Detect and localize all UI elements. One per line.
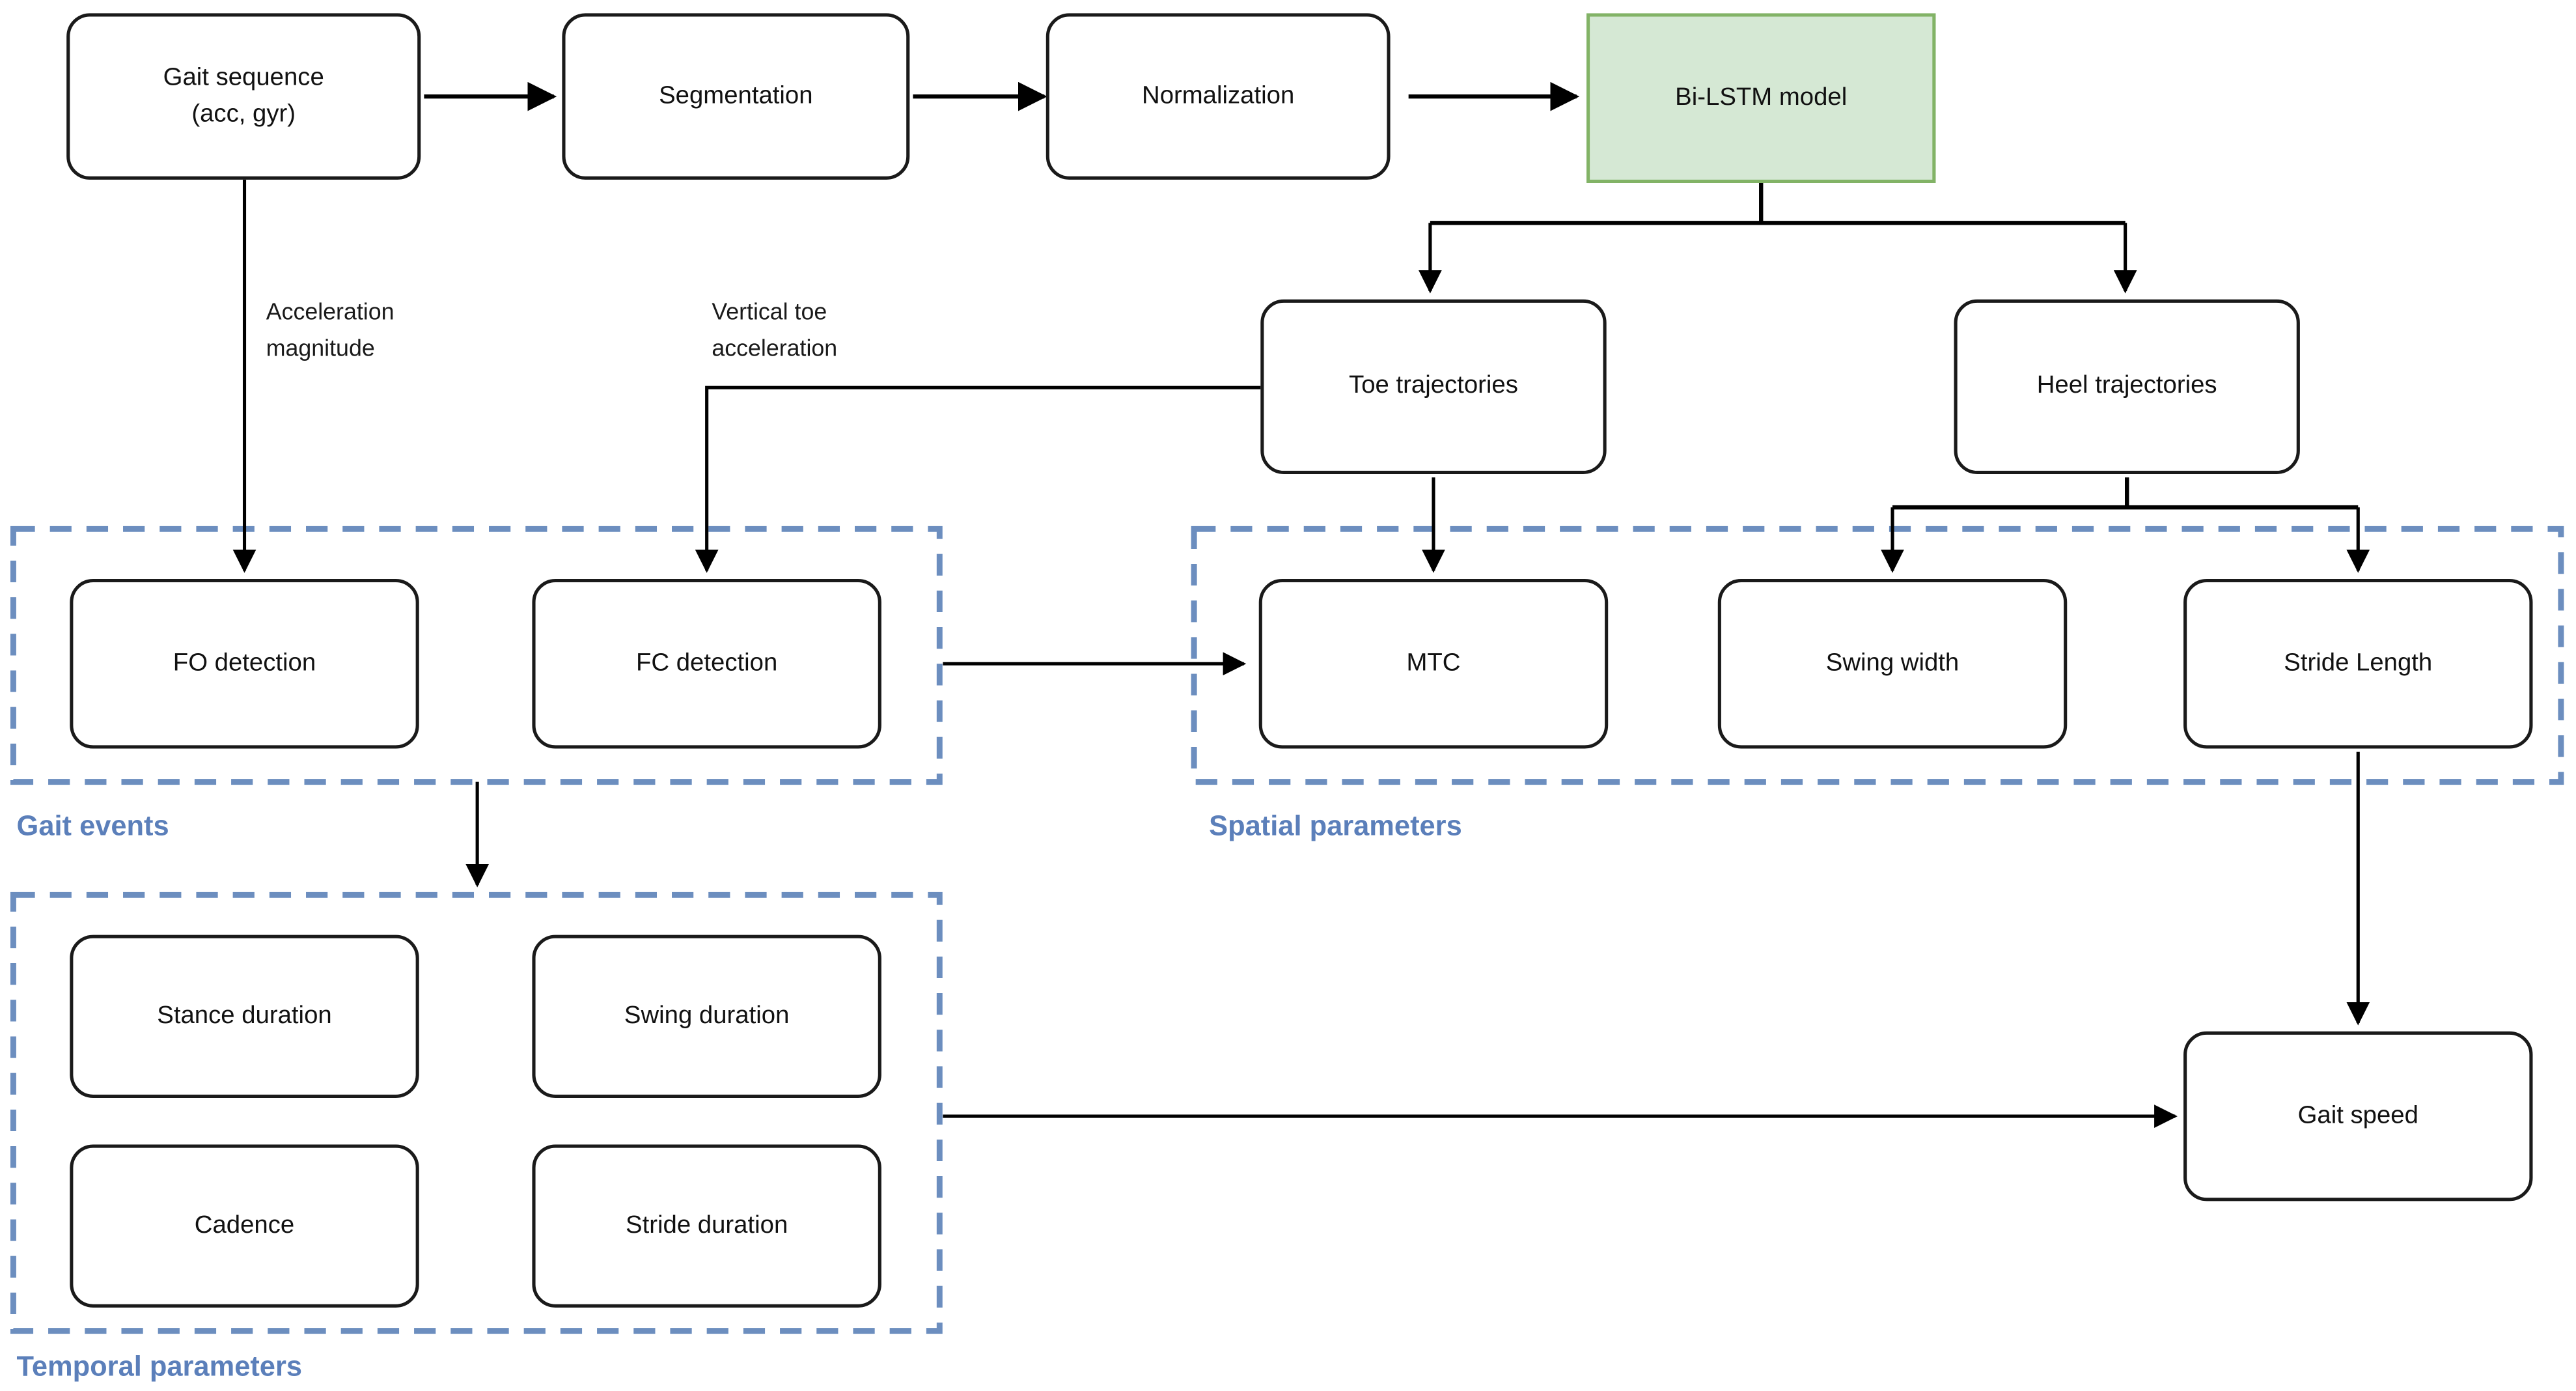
node-stance-duration: Stance duration xyxy=(70,934,419,1098)
gait-events-group-box xyxy=(10,526,943,785)
temporal-parameters-group-box xyxy=(10,892,943,1334)
edge-label-acceleration-magnitude: Acceleration magnitude xyxy=(266,298,395,362)
edge-bilstm-split-bar xyxy=(1430,182,2126,225)
node-gait-sequence: Gait sequence (acc, gyr) xyxy=(66,13,421,180)
spatial-parameters-group-box xyxy=(1191,526,2564,785)
node-fc-detection: FC detection xyxy=(532,578,881,749)
group-label-gait-events: Gait events xyxy=(16,810,169,842)
node-swing-duration: Swing duration xyxy=(532,934,881,1098)
node-heel-trajectories: Heel trajectories xyxy=(1954,299,2300,475)
edge-toe-trajectories-to-fc-detection xyxy=(695,386,1261,573)
node-segmentation: Segmentation xyxy=(562,13,910,180)
node-bi-lstm-model: Bi-LSTM model xyxy=(1586,13,1936,183)
group-label-spatial-parameters: Spatial parameters xyxy=(1209,810,1462,842)
node-gait-speed: Gait speed xyxy=(2183,1031,2533,1201)
node-cadence: Cadence xyxy=(70,1144,419,1308)
node-swing-width: Swing width xyxy=(1717,578,2068,749)
edge-label-vertical-toe-acceleration: Vertical toe acceleration xyxy=(712,298,838,362)
node-stride-duration: Stride duration xyxy=(532,1144,881,1308)
node-fo-detection: FO detection xyxy=(70,578,419,749)
edge-heel-split-bar xyxy=(1892,477,2359,510)
node-mtc: MTC xyxy=(1258,578,1609,749)
group-label-temporal-parameters: Temporal parameters xyxy=(16,1351,303,1383)
node-normalization: Normalization xyxy=(1046,13,1391,180)
node-toe-trajectories: Toe trajectories xyxy=(1260,299,1607,475)
node-stride-length: Stride Length xyxy=(2183,578,2533,749)
